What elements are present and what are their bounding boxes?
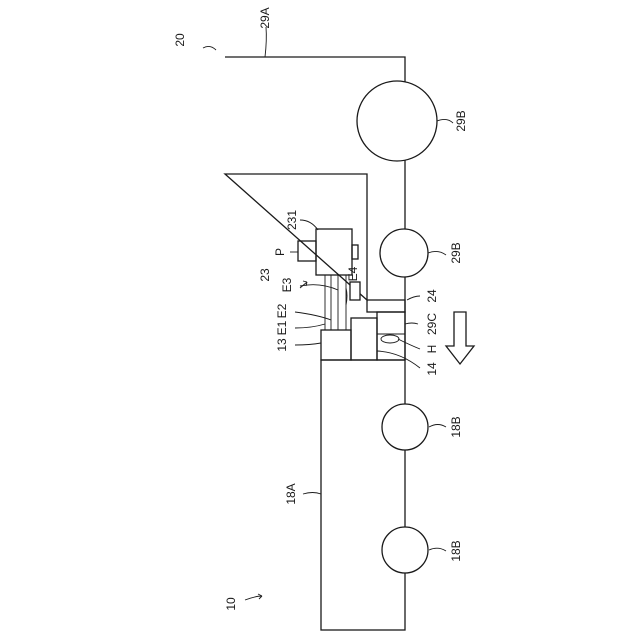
leader-E1 xyxy=(295,324,325,328)
label-231: 231 xyxy=(285,210,299,230)
leader-29B-mid xyxy=(428,251,446,255)
label-20: 20 xyxy=(173,33,187,47)
member-14 xyxy=(351,318,377,360)
label-29A: 29A xyxy=(258,7,272,28)
label-13: 13 xyxy=(275,338,289,352)
label-E1: E1 xyxy=(275,320,289,335)
coupler-24 xyxy=(367,300,405,312)
label-23: 23 xyxy=(258,268,272,282)
wheel-18B-upper xyxy=(382,404,428,450)
label-E3: E3 xyxy=(280,277,294,292)
leader-18B-bottom xyxy=(429,548,446,551)
label-18B-top: 18B xyxy=(449,416,463,437)
body-18A xyxy=(321,360,405,630)
label-P: P xyxy=(273,248,287,256)
label-29B-top: 29B xyxy=(454,110,468,131)
hole-H xyxy=(381,335,399,343)
label-18B-bottom: 18B xyxy=(449,540,463,561)
leader-18B-top xyxy=(429,425,446,428)
label-24: 24 xyxy=(425,289,439,303)
leader-29A xyxy=(265,27,266,57)
leader-231 xyxy=(300,220,318,230)
direction-arrow xyxy=(446,312,474,364)
leader-E2 xyxy=(295,312,331,320)
label-29C: 29C xyxy=(425,313,439,335)
label-18A: 18A xyxy=(284,483,298,504)
wheel-29B-large xyxy=(357,81,437,161)
label-14: 14 xyxy=(425,362,439,376)
bracket xyxy=(350,282,360,300)
leader-29B-top xyxy=(437,119,453,123)
leader-18A xyxy=(303,493,321,495)
plunger-P xyxy=(298,241,316,261)
actuator-tab xyxy=(352,245,358,259)
label-10: 10 xyxy=(224,597,238,611)
wheel-18B-lower xyxy=(382,527,428,573)
leader-E3 xyxy=(300,285,338,290)
mount-13 xyxy=(321,330,351,360)
label-E4: E4 xyxy=(346,266,360,281)
leader-H xyxy=(398,339,420,349)
label-29B-mid: 29B xyxy=(449,242,463,263)
leader-20 xyxy=(203,46,216,50)
leader-24 xyxy=(407,296,420,300)
label-E2: E2 xyxy=(275,303,289,318)
leader-13 xyxy=(295,343,321,345)
leader-29C xyxy=(405,323,418,324)
wheel-29B-small xyxy=(380,229,428,277)
label-H: H xyxy=(425,345,439,354)
